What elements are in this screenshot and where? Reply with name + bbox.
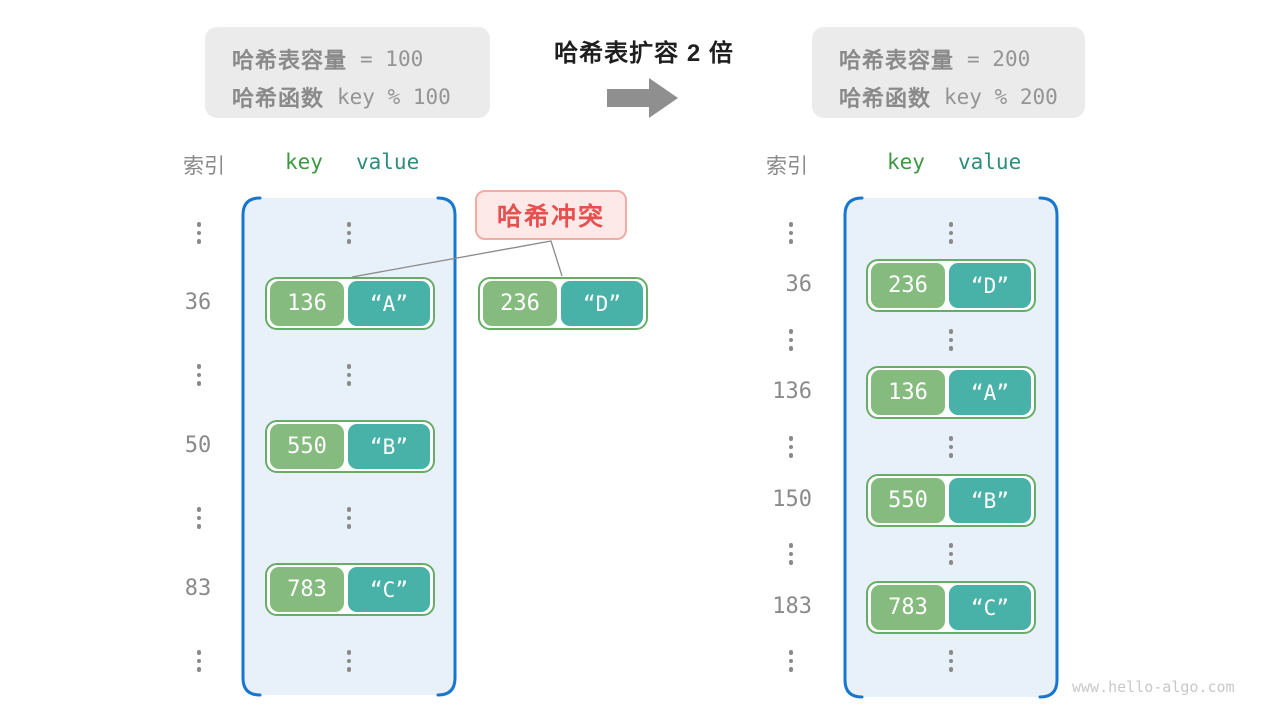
key-cell: 783 [871, 585, 945, 630]
after-index-183: 183 [772, 594, 812, 619]
before-index-83: 83 [184, 576, 212, 601]
watermark: www.hello-algo.com [1072, 678, 1235, 696]
ellipsis-dots [788, 222, 794, 248]
ellipsis-dots [948, 222, 954, 248]
ellipsis-dots [346, 222, 352, 248]
before-hash-fn-line: 哈希函数 key % 100 [232, 78, 490, 116]
ellipsis-dots [196, 364, 202, 390]
collision-pointer-lines [351, 240, 563, 278]
after-pair-236-D: 236 “D” [866, 259, 1036, 312]
before-index-header: 索引 [183, 155, 225, 178]
after-capacity-label: 哈希表容量 [839, 48, 955, 73]
before-capacity-label: 哈希表容量 [232, 48, 348, 73]
value-cell: “A” [949, 370, 1031, 415]
after-pair-136-A: 136 “A” [866, 366, 1036, 419]
collision-pair-236-D: 236 “D” [478, 277, 648, 330]
after-table-right-bracket [1038, 196, 1059, 699]
expand-arrow-icon [607, 78, 678, 118]
before-key-header: key [285, 150, 323, 174]
ellipsis-dots [196, 650, 202, 676]
before-capacity-line: 哈希表容量 = 100 [232, 40, 490, 78]
before-table-right-bracket [436, 196, 457, 697]
ellipsis-dots [948, 650, 954, 676]
before-hash-fn-value: key % 100 [337, 85, 451, 109]
key-cell: 136 [270, 281, 344, 326]
ellipsis-dots [788, 650, 794, 676]
ellipsis-dots [788, 329, 794, 355]
value-cell: “B” [949, 478, 1031, 523]
ellipsis-dots [948, 436, 954, 462]
diagram-title: 哈希表扩容 2 倍 [554, 40, 734, 67]
ellipsis-dots [196, 507, 202, 533]
before-pair-136-A: 136 “A” [265, 277, 435, 330]
after-hash-fn-value: key % 200 [944, 85, 1058, 109]
ellipsis-dots [346, 364, 352, 390]
key-cell: 136 [871, 370, 945, 415]
after-capacity-line: 哈希表容量 = 200 [839, 40, 1085, 78]
after-index-136: 136 [772, 379, 812, 404]
after-key-header: key [887, 150, 925, 174]
ellipsis-dots [346, 650, 352, 676]
ellipsis-dots [788, 543, 794, 569]
after-index-36: 36 [785, 272, 813, 297]
before-index-50: 50 [184, 433, 212, 458]
after-table-left-bracket [843, 196, 864, 699]
before-capacity-box: 哈希表容量 = 100 哈希函数 key % 100 [205, 27, 490, 118]
ellipsis-dots [346, 507, 352, 533]
ellipsis-dots [788, 436, 794, 462]
before-value-header: value [356, 150, 420, 174]
before-pair-783-C: 783 “C” [265, 563, 435, 616]
key-cell: 236 [871, 263, 945, 308]
key-cell: 783 [270, 567, 344, 612]
after-index-header: 索引 [766, 155, 808, 178]
value-cell: “C” [949, 585, 1031, 630]
ellipsis-dots [948, 543, 954, 569]
key-cell: 550 [871, 478, 945, 523]
after-hash-fn-label: 哈希函数 [839, 86, 932, 111]
value-cell: “D” [561, 281, 643, 326]
key-cell: 236 [483, 281, 557, 326]
before-pair-550-B: 550 “B” [265, 420, 435, 473]
after-capacity-box: 哈希表容量 = 200 哈希函数 key % 200 [812, 27, 1085, 118]
after-value-header: value [958, 150, 1022, 174]
after-pair-783-C: 783 “C” [866, 581, 1036, 634]
before-hash-fn-label: 哈希函数 [232, 86, 325, 111]
before-index-36: 36 [184, 290, 212, 315]
ellipsis-dots [196, 222, 202, 248]
before-capacity-value: = 100 [360, 47, 424, 71]
value-cell: “C” [348, 567, 430, 612]
value-cell: “A” [348, 281, 430, 326]
after-hash-fn-line: 哈希函数 key % 200 [839, 78, 1085, 116]
before-table-left-bracket [241, 196, 262, 697]
hash-collision-label: 哈希冲突 [475, 190, 627, 240]
after-pair-550-B: 550 “B” [866, 474, 1036, 527]
ellipsis-dots [948, 329, 954, 355]
after-capacity-value: = 200 [967, 47, 1031, 71]
value-cell: “D” [949, 263, 1031, 308]
key-cell: 550 [270, 424, 344, 469]
after-index-150: 150 [772, 487, 812, 512]
value-cell: “B” [348, 424, 430, 469]
